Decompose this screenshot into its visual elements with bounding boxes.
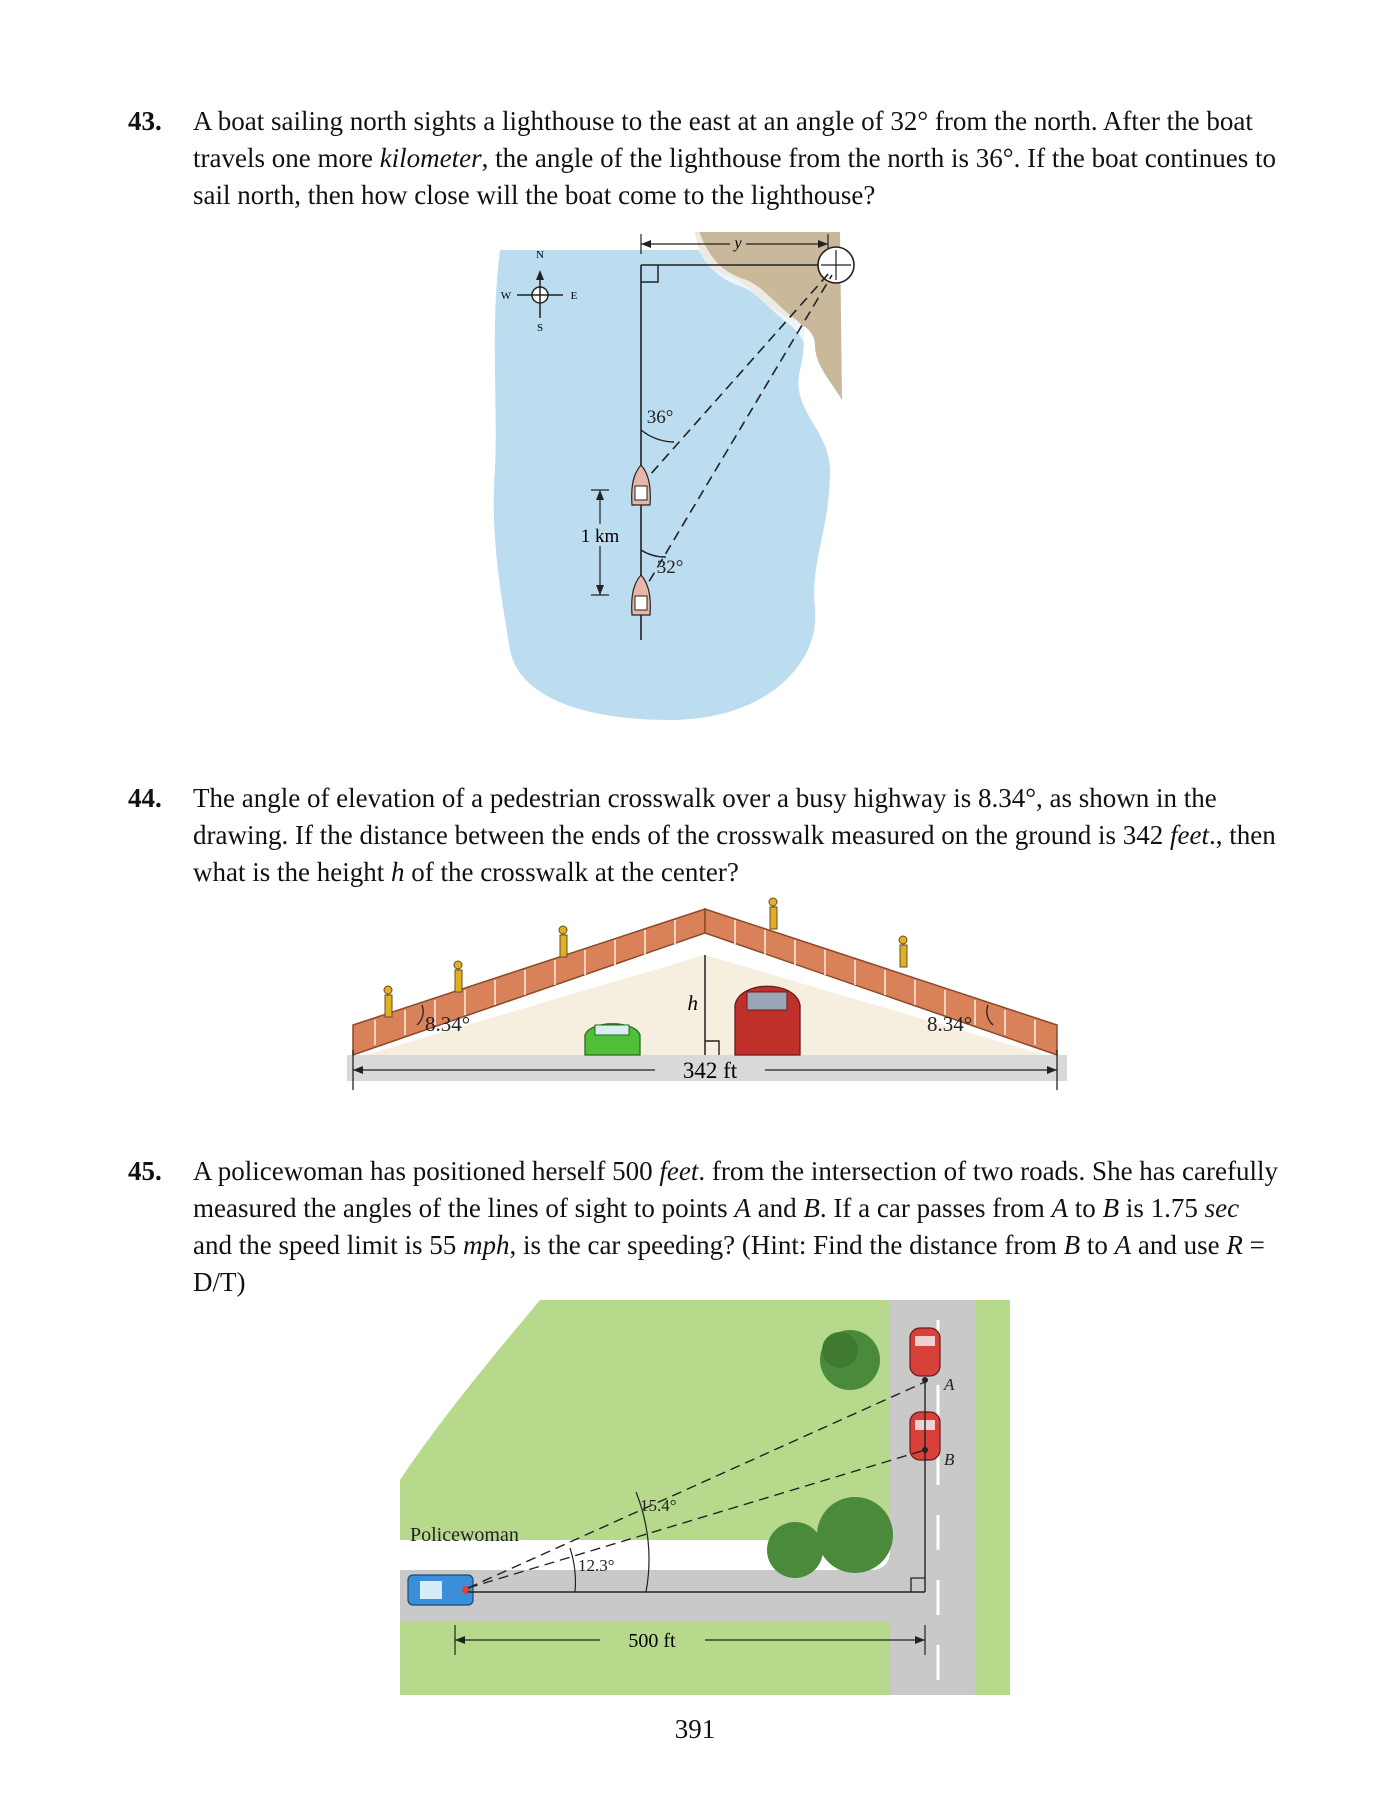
crosswalk-figure: h 8.34° 8.34° 342 ft [347, 897, 1067, 1090]
angle-arc-upper [635, 1491, 650, 1593]
text-line: what is the height h of the crosswalk at… [193, 857, 739, 887]
y-label: y [732, 235, 742, 252]
road-horizontal [400, 1570, 975, 1622]
problem-text: A boat sailing north sights a lighthouse… [193, 103, 1303, 214]
text-line: sail north, then how close will the boat… [193, 180, 876, 210]
compass-e: E [571, 290, 578, 302]
page-number: 391 [674, 1714, 716, 1744]
text-line: measured the angles of the lines of sigh… [193, 1193, 1240, 1223]
boat-icon-lower [631, 574, 651, 616]
compass-icon: N S E W [501, 249, 578, 334]
angle-arc-left [416, 1004, 424, 1026]
shoreline [691, 230, 816, 361]
problem-text: A policewoman has positioned herself 500… [193, 1153, 1303, 1301]
boat-icon-upper [631, 464, 651, 506]
distance-500ft: 500 ft [628, 1630, 676, 1652]
problem-number: 45. [128, 1156, 162, 1186]
text-line: D/T) [193, 1267, 246, 1297]
right-angle-mark [641, 265, 659, 283]
angle-label-32: 32° [657, 557, 684, 578]
highway-ground [347, 1055, 1067, 1081]
text-line: The angle of elevation of a pedestrian c… [193, 783, 1217, 813]
text-line: drawing. If the distance between the end… [193, 820, 1276, 850]
point-a-label: A [943, 1375, 955, 1394]
height-label: h [688, 991, 699, 1015]
sight-line-32 [640, 274, 833, 596]
bridge-right-ramp [704, 907, 1058, 1057]
angle-arc-32 [640, 549, 667, 558]
policewoman-figure: 500 ft 12.3° 15.4° Policewoman A B [400, 1300, 1010, 1695]
tree-icons [767, 1330, 893, 1578]
police-car-icon [407, 1574, 474, 1606]
angle-label-lower: 12.3° [578, 1556, 615, 1575]
water [493, 250, 830, 720]
lighthouse-icon [817, 246, 855, 284]
boat-lighthouse-figure: N S E W y 36° 32° 1 km [493, 230, 855, 720]
angle-arc-36 [640, 429, 675, 443]
point-b-label: B [944, 1450, 955, 1469]
distance-342ft: 342 ft [683, 1058, 738, 1083]
text-line: and the speed limit is 55 mph, is the ca… [193, 1230, 1265, 1260]
red-car-a-icon [909, 1327, 941, 1377]
problem-text: The angle of elevation of a pedestrian c… [193, 780, 1303, 891]
sight-line-a [467, 1381, 926, 1589]
compass-w: W [501, 290, 512, 302]
text-line: A policewoman has positioned herself 500… [193, 1156, 1278, 1186]
angle-label-36: 36° [647, 407, 674, 428]
grass-lower [400, 1622, 890, 1695]
green-car-icon [584, 1023, 641, 1056]
angle-label-right: 8.34° [927, 1012, 972, 1036]
compass-s: S [537, 322, 543, 334]
policewoman-label: Policewoman [410, 1524, 519, 1546]
right-angle-mark [705, 1040, 720, 1055]
angle-label-left: 8.34° [425, 1012, 470, 1036]
text-line: A boat sailing north sights a lighthouse… [193, 106, 1253, 136]
right-angle-mark [910, 1577, 925, 1592]
compass-n: N [536, 249, 544, 261]
angle-arc-right [986, 1004, 994, 1026]
angle-arc-lower [569, 1547, 577, 1593]
railing [374, 920, 1036, 1045]
angle-label-upper: 15.4° [640, 1496, 677, 1515]
problem-number: 44. [128, 783, 162, 813]
distance-1km: 1 km [581, 526, 620, 547]
red-car-icon [734, 985, 801, 1056]
text-line: travels one more kilometer, the angle of… [193, 143, 1277, 173]
problem-number: 43. [128, 106, 162, 136]
pedestrian-icons [383, 897, 908, 1018]
